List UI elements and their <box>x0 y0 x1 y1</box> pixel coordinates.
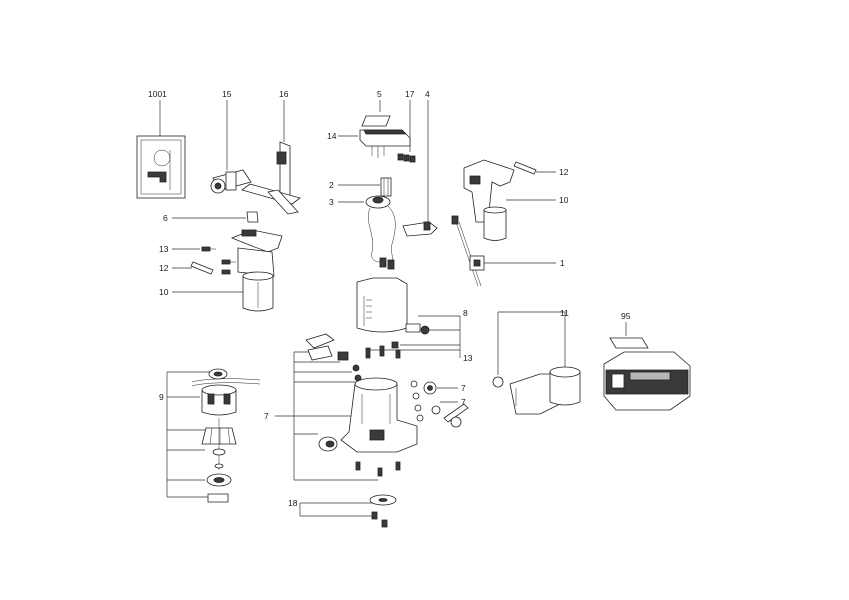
part-3-led-cable <box>338 195 396 270</box>
part-1-switch <box>451 215 556 287</box>
label-12-right: 12 <box>559 167 569 177</box>
part-2-contact-strip <box>338 177 392 197</box>
part-95-battery-pack <box>603 322 691 411</box>
part-14-electronics <box>338 129 411 158</box>
part-16-bracket <box>241 100 301 215</box>
part-13-screws <box>365 345 461 359</box>
part-4-switch-lever <box>402 100 438 237</box>
label-7-left: 7 <box>264 411 269 421</box>
part-15-spindle-lock <box>210 100 252 194</box>
label-7-right-b: 7 <box>461 397 466 407</box>
label-1001: 1001 <box>148 89 167 99</box>
label-10-right: 10 <box>559 195 569 205</box>
part-9-motor-stack <box>166 368 261 503</box>
part-1001-label-card <box>136 100 186 199</box>
part-18-sole-plate <box>299 494 397 528</box>
part-11-base-adapter <box>492 311 581 415</box>
part-7-router-base <box>275 333 469 481</box>
part-5-film <box>361 100 391 127</box>
label-10-left: 10 <box>159 287 169 297</box>
part-housing-right <box>463 159 556 241</box>
label-8: 8 <box>463 308 468 318</box>
part-housing-left <box>172 229 283 312</box>
label-7-right-a: 7 <box>461 383 466 393</box>
label-18: 18 <box>288 498 298 508</box>
label-16: 16 <box>279 89 289 99</box>
label-15: 15 <box>222 89 232 99</box>
label-13-center: 13 <box>463 353 473 363</box>
label-1: 1 <box>560 258 565 268</box>
label-2: 2 <box>329 180 334 190</box>
label-5: 5 <box>377 89 382 99</box>
label-6: 6 <box>163 213 168 223</box>
label-17: 17 <box>405 89 415 99</box>
label-4: 4 <box>425 89 430 99</box>
label-3: 3 <box>329 197 334 207</box>
part-17-contacts <box>397 100 416 163</box>
part-6-plate <box>172 211 259 223</box>
label-14: 14 <box>327 131 337 141</box>
part-8-motor-housing <box>356 277 461 349</box>
label-12-left: 12 <box>159 263 169 273</box>
label-95: 95 <box>621 311 631 321</box>
label-11: 11 <box>560 308 569 318</box>
label-13-left: 13 <box>159 244 169 254</box>
label-9: 9 <box>159 392 164 402</box>
